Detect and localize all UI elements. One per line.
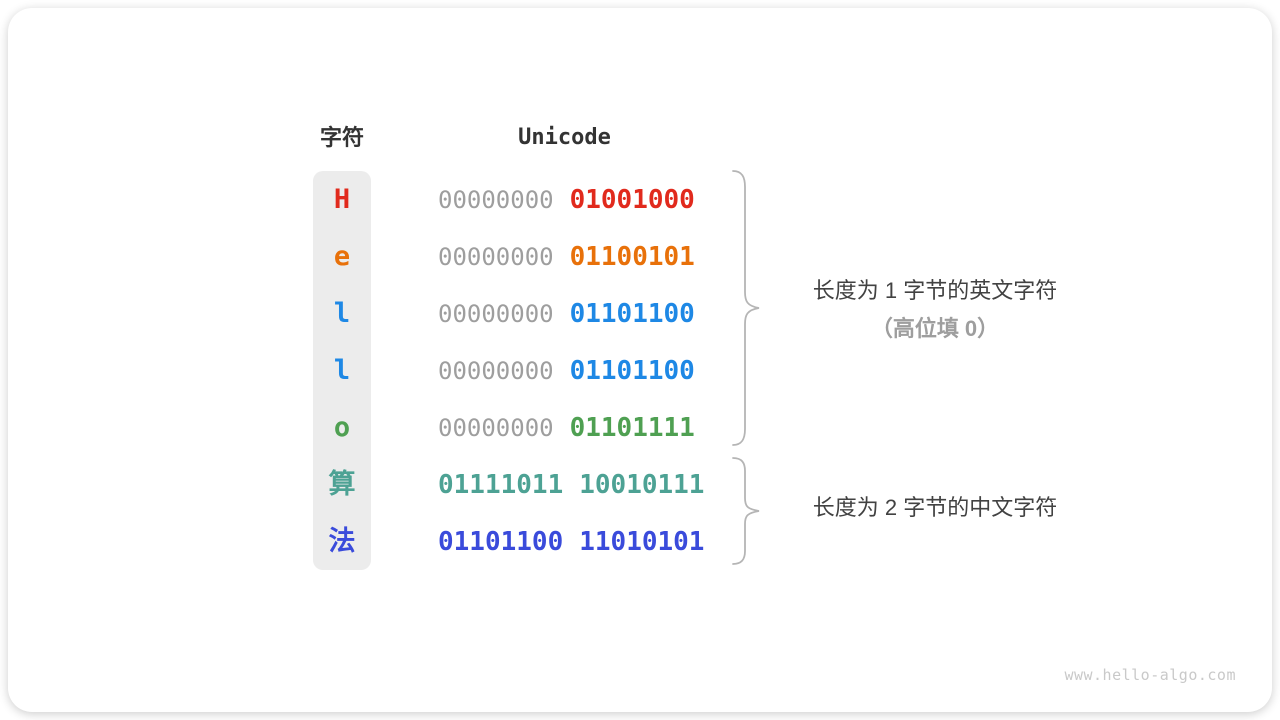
unicode-binary: 00000000 01101100 — [438, 299, 695, 329]
byte-low: 01100101 — [569, 241, 695, 272]
char-cell: l — [333, 298, 351, 329]
byte-low: 01101100 — [569, 298, 695, 329]
unicode-binary: 01101100 11010101 — [438, 527, 704, 557]
annotation-two-byte: 长度为 2 字节的中文字符 — [766, 489, 1104, 527]
unicode-binary: 01111011 10010111 — [438, 470, 704, 500]
column-header-char: 字符 — [319, 125, 364, 150]
byte-high: 00000000 — [438, 185, 554, 214]
figure-card: 字符 Unicode H 00000000 01001000 e 0000000… — [8, 8, 1272, 712]
byte-low: 01101111 — [569, 412, 695, 443]
column-header-unicode: Unicode — [518, 125, 611, 150]
annotation-two-byte-line1: 长度为 2 字节的中文字符 — [812, 495, 1058, 520]
unicode-table-rows: H 00000000 01001000 e 00000000 01100101 … — [313, 171, 723, 570]
table-row: o 00000000 01101111 — [313, 399, 723, 456]
byte-high: 01111011 — [438, 469, 564, 500]
table-row: e 00000000 01100101 — [313, 228, 723, 285]
table-row: l 00000000 01101100 — [313, 342, 723, 399]
byte-low: 01001000 — [569, 184, 695, 215]
unicode-binary: 00000000 01100101 — [438, 242, 695, 272]
byte-low: 10010111 — [579, 469, 705, 500]
table-row: l 00000000 01101100 — [313, 285, 723, 342]
char-cell: o — [333, 412, 351, 443]
annotation-one-byte: 长度为 1 字节的英文字符 （高位填 0） — [766, 272, 1104, 348]
char-cell: 算 — [328, 469, 356, 500]
table-row: H 00000000 01001000 — [313, 171, 723, 228]
byte-high: 01101100 — [438, 526, 564, 557]
annotation-one-byte-line2: （高位填 0） — [870, 316, 1000, 341]
char-cell: e — [333, 241, 351, 272]
annotation-one-byte-line1: 长度为 1 字节的英文字符 — [812, 278, 1058, 303]
brace-two-byte-group — [732, 457, 760, 565]
unicode-binary: 00000000 01101100 — [438, 356, 695, 386]
char-cell: l — [333, 355, 351, 386]
byte-high: 00000000 — [438, 299, 554, 328]
byte-high: 00000000 — [438, 356, 554, 385]
byte-high: 00000000 — [438, 242, 554, 271]
char-cell: H — [333, 184, 351, 215]
byte-high: 00000000 — [438, 413, 554, 442]
unicode-binary: 00000000 01101111 — [438, 413, 695, 443]
char-cell: 法 — [328, 526, 356, 557]
brace-one-byte-group — [732, 170, 760, 446]
byte-low: 11010101 — [579, 526, 705, 557]
unicode-binary: 00000000 01001000 — [438, 185, 695, 215]
char-column-strip — [313, 171, 371, 570]
table-row: 法 01101100 11010101 — [313, 513, 723, 570]
watermark: www.hello-algo.com — [1064, 666, 1236, 684]
table-row: 算 01111011 10010111 — [313, 456, 723, 513]
byte-low: 01101100 — [569, 355, 695, 386]
